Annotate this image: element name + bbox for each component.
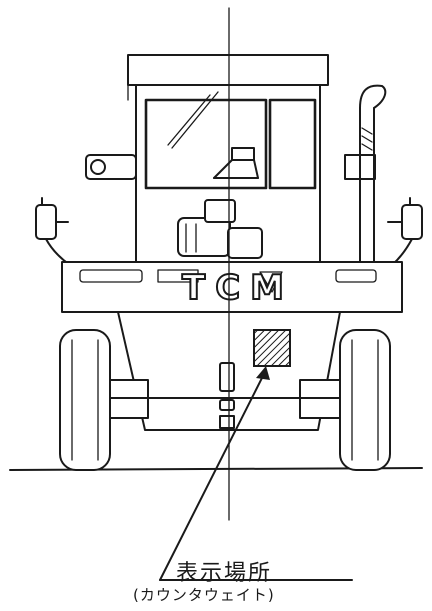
left-side-mirror <box>35 197 71 266</box>
engine-unit <box>177 199 263 259</box>
right-front-wheel <box>339 329 391 471</box>
right-side-mirror <box>387 197 423 266</box>
body-band <box>61 261 403 313</box>
brand-logo-text: TCM <box>182 268 294 308</box>
display-location-plate <box>253 329 291 367</box>
left-front-wheel <box>59 329 111 471</box>
counterweight-label: (カウンタウェイト) <box>133 586 275 604</box>
left-head-lamp <box>85 154 137 180</box>
exhaust-stack <box>344 84 387 266</box>
leader-arrow <box>159 366 270 581</box>
display-location-label: 表示場所 <box>176 561 273 586</box>
